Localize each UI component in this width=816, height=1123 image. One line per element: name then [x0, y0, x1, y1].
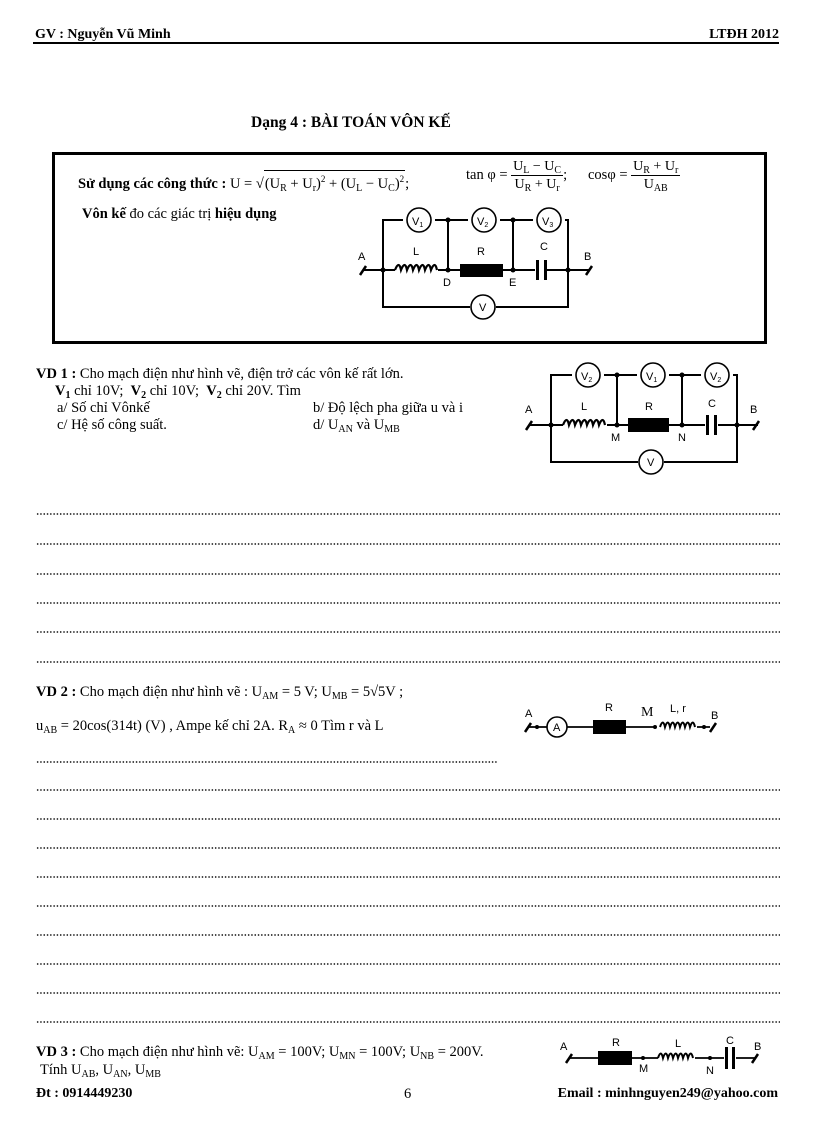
ammeter-icon — [546, 716, 568, 738]
answer-line[interactable] — [36, 1021, 780, 1023]
svg-text:E: E — [509, 277, 516, 289]
circuit-diagram-vd2: A A R B L, r M — [523, 702, 718, 738]
svg-text:D: D — [443, 277, 451, 289]
reading-value: chỉ 10V; — [146, 383, 199, 399]
answer-line[interactable] — [36, 573, 780, 575]
footer-phone: Đt : 0914449230 — [36, 1086, 133, 1101]
answer-line[interactable] — [36, 602, 780, 604]
vd1-question-b: b/ Độ lệch pha giữa u và i — [313, 400, 463, 416]
reading-meter: V — [206, 383, 217, 399]
note-mid: đo các giác trị — [125, 206, 215, 222]
answer-line[interactable] — [36, 934, 780, 936]
svg-text:N: N — [706, 1065, 714, 1077]
vd1-question-c: c/ Hệ số công suất. — [57, 417, 167, 433]
vd1-text: Cho mạch điện như hình vẽ, điện trở các … — [76, 366, 404, 382]
vd3-label: VD 3 : — [36, 1044, 77, 1060]
reading-value: chỉ 10V; — [70, 383, 124, 399]
reading-sub: 2 — [141, 390, 147, 401]
circuit-diagram-vd1: V2 V1 V2 V A L R C B M N — [524, 362, 761, 475]
formula-line: Sử dụng các công thức : U = √(UR + Ur)2 … — [78, 170, 409, 193]
svg-text:V1: V1 — [412, 216, 423, 229]
answer-line[interactable] — [36, 631, 780, 633]
note-bold: Vôn kế — [82, 206, 126, 222]
answer-line[interactable] — [36, 847, 780, 849]
answer-line[interactable] — [36, 661, 780, 663]
svg-text:N: N — [678, 432, 686, 444]
answer-line[interactable] — [36, 905, 780, 907]
reading-meter: V — [55, 383, 66, 399]
page-number: 6 — [404, 1086, 412, 1102]
answer-line[interactable] — [36, 543, 780, 545]
svg-text:A: A — [525, 404, 533, 416]
vd2-statement: VD 2 : Cho mạch điện như hình vẽ : UAM =… — [36, 684, 404, 702]
svg-text:M: M — [641, 705, 654, 720]
reading-sub: 1 — [65, 390, 71, 401]
svg-text:L: L — [581, 401, 587, 413]
svg-text:C: C — [726, 1035, 734, 1047]
svg-text:M: M — [611, 432, 620, 444]
answer-line[interactable] — [36, 963, 780, 965]
answer-line[interactable] — [36, 876, 780, 878]
section-title: Dạng 4 : BÀI TOÁN VÔN KẾ — [251, 114, 451, 131]
svg-text:V: V — [647, 457, 655, 469]
vd1-statement: VD 1 : Cho mạch điện như hình vẽ, điện t… — [36, 366, 404, 383]
svg-text:R: R — [605, 702, 613, 714]
vd1-label: VD 1 : — [36, 366, 77, 382]
svg-text:L: L — [413, 246, 419, 258]
svg-text:R: R — [477, 246, 485, 258]
vd3-question: Tính UAB, UAN, UMB — [40, 1062, 161, 1080]
svg-text:V2: V2 — [581, 371, 592, 384]
vd3-statement: VD 3 : Cho mạch điện như hình vẽ: UAM = … — [36, 1044, 484, 1062]
svg-text:V3: V3 — [542, 216, 553, 229]
svg-text:A: A — [553, 722, 561, 734]
svg-text:V2: V2 — [710, 371, 721, 384]
answer-line[interactable] — [36, 818, 780, 820]
answer-line[interactable] — [36, 992, 780, 994]
svg-text:L: L — [675, 1038, 681, 1050]
svg-text:L, r: L, r — [670, 703, 686, 715]
vd1-question-d: d/ UAN và UMB — [313, 417, 400, 435]
svg-text:V2: V2 — [477, 216, 488, 229]
svg-text:B: B — [711, 710, 718, 722]
vd1-question-a: a/ Số chỉ Vônkế — [57, 400, 150, 416]
header-course: LTĐH 2012 — [709, 27, 779, 42]
svg-text:B: B — [584, 251, 591, 263]
reading-sub: 2 — [216, 390, 222, 401]
svg-text:A: A — [525, 708, 533, 720]
svg-text:C: C — [708, 398, 716, 410]
svg-text:B: B — [754, 1041, 761, 1053]
reading-value: chỉ 20V. Tìm — [221, 383, 301, 399]
circuit-diagram-vd3: A R L C B M N — [560, 1035, 761, 1077]
formula-u: U = √(UR + Ur)2 + (UL − UC)2; — [230, 170, 409, 193]
svg-text:M: M — [639, 1063, 648, 1075]
vd2-condition: uAB = 20cos(314t) (V) , Ampe kế chỉ 2A. … — [36, 718, 384, 736]
answer-line[interactable] — [36, 513, 780, 515]
answer-line-short[interactable] — [36, 761, 498, 763]
vd2-label: VD 2 : — [36, 684, 77, 700]
formula-lead: Sử dụng các công thức : — [78, 175, 227, 192]
header-author: GV : Nguyễn Vũ Minh — [35, 27, 171, 42]
svg-text:V1: V1 — [646, 371, 657, 384]
formula-box — [52, 152, 767, 344]
svg-text:B: B — [750, 404, 757, 416]
answer-line[interactable] — [36, 789, 780, 791]
svg-text:A: A — [560, 1041, 568, 1053]
reading-meter: V — [130, 383, 142, 399]
voltmeter-note: Vôn kế đo các giác trị hiệu dụng — [82, 206, 277, 223]
svg-text:C: C — [540, 241, 548, 253]
circuit-diagram-main: V1 V2 V3 V A L R C B D E — [358, 207, 594, 320]
note-bold2: hiệu dụng — [214, 206, 277, 222]
svg-text:R: R — [612, 1037, 620, 1049]
footer-email[interactable]: Email : minhnguyen249@yahoo.com — [557, 1086, 778, 1101]
svg-text:V: V — [479, 302, 487, 314]
header-rule — [33, 42, 779, 44]
svg-text:R: R — [645, 401, 653, 413]
svg-text:A: A — [358, 251, 366, 263]
vd1-readings: V1 chỉ 10V; V2 chỉ 10V; V2 chỉ 20V. Tìm — [55, 383, 301, 401]
